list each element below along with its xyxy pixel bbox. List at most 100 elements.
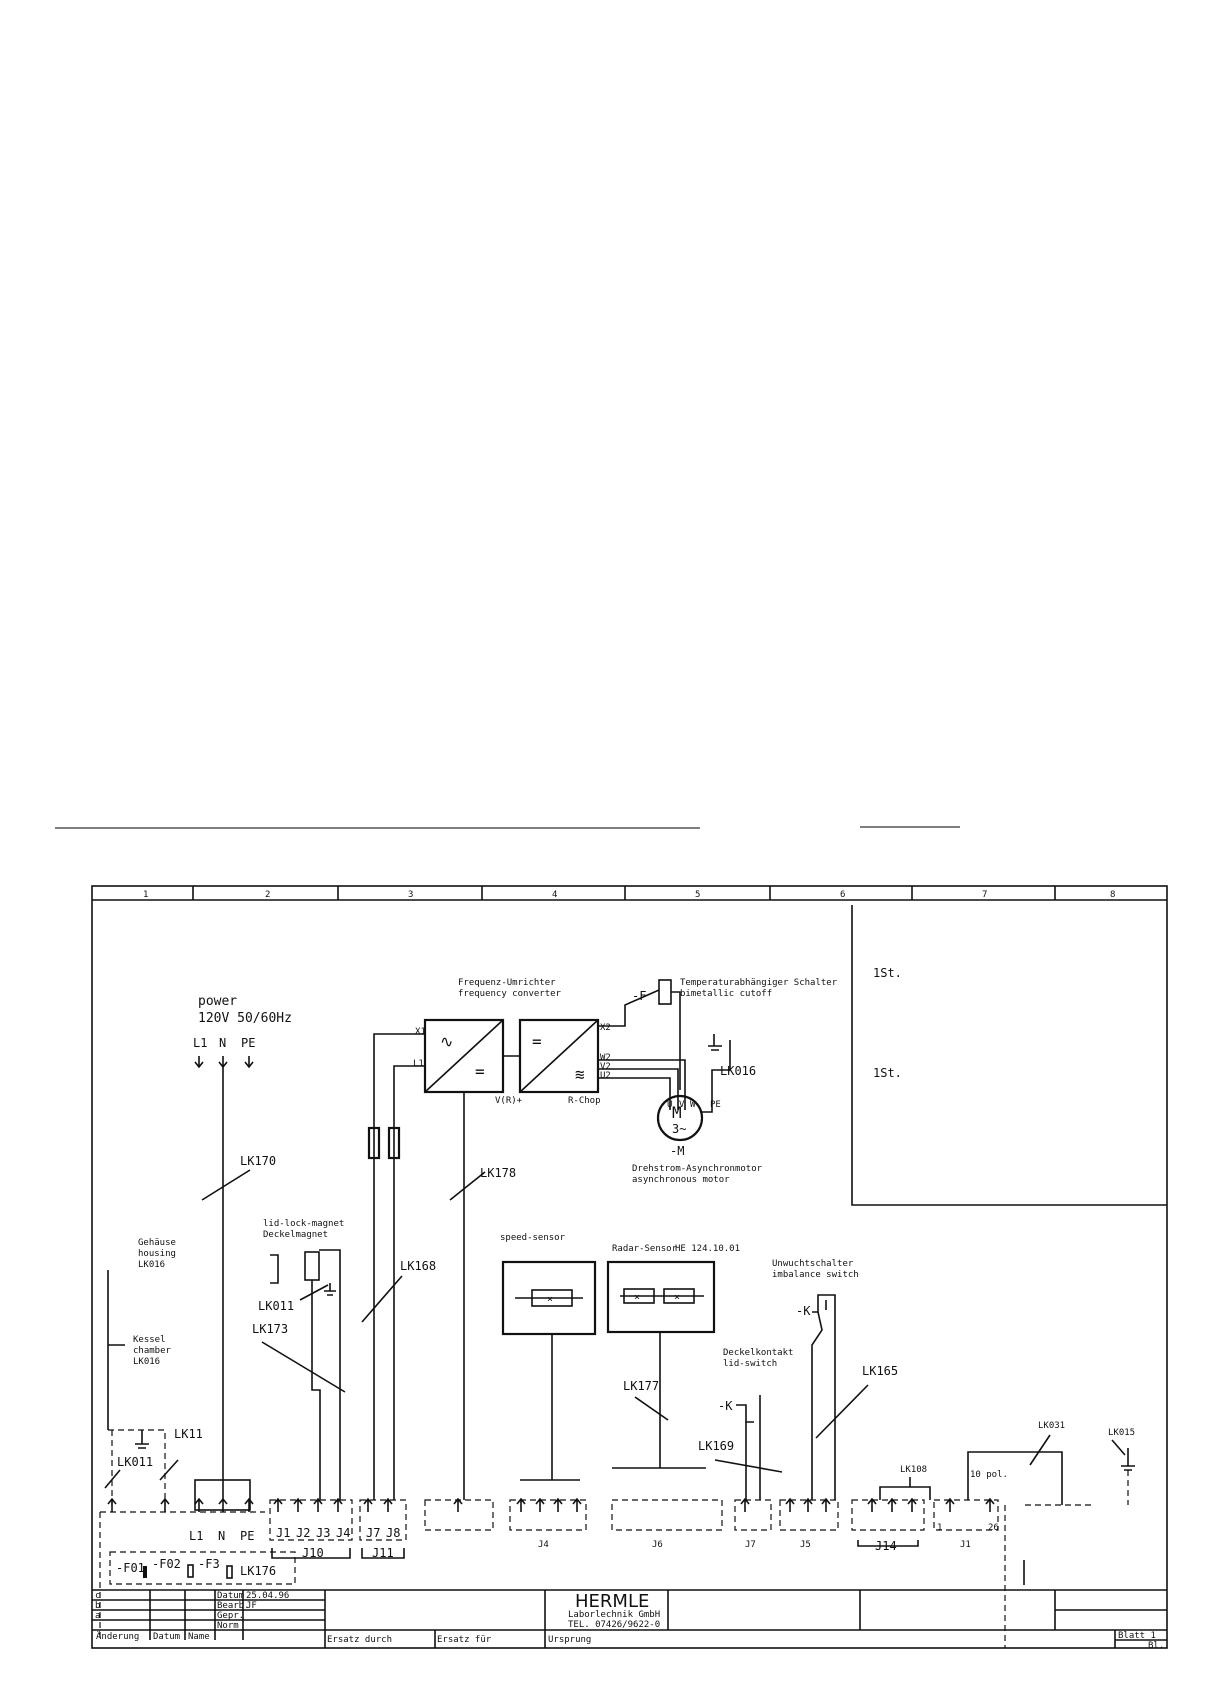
thermal-title-en: bimetallic cutoff	[680, 989, 772, 999]
j4-label: J4	[538, 1540, 549, 1550]
fuse-f01-icon	[143, 1566, 147, 1578]
ursprung: Ursprung	[548, 1635, 591, 1645]
converter-cable-label: LK178	[480, 1166, 516, 1180]
j11-pin-2: J8	[386, 1526, 400, 1540]
motor-pin-pe: PE	[710, 1100, 721, 1110]
j10-pin-3: J3	[316, 1526, 330, 1540]
radar-cross-icon-1: ×	[634, 1292, 640, 1303]
fuse-cable: LK176	[240, 1564, 276, 1578]
converter-pin-w2: W2	[600, 1053, 611, 1063]
fuse-f02: -F02	[152, 1557, 181, 1571]
j10-pin-4: J4	[336, 1526, 350, 1540]
motor: U V W PE M 3~ -M Drehstrom-Asynchronmoto…	[598, 1034, 763, 1185]
main-term-pe: PE	[240, 1529, 254, 1543]
power-terminal-n: N	[219, 1036, 226, 1050]
j10-label: J10	[302, 1546, 324, 1560]
column-number-3: 3	[408, 890, 413, 900]
frequency-converter: Frequenz-Umrichter frequency converter ∿…	[373, 978, 611, 1500]
imbalance-cable: LK165	[862, 1364, 898, 1378]
j11-label: J11	[372, 1546, 394, 1560]
radar-cross-icon-2: ×	[674, 1292, 680, 1303]
power-spec: 120V 50/60Hz	[198, 1011, 292, 1026]
lk168-label: LK168	[400, 1259, 436, 1273]
fuse-f01: -F01	[116, 1561, 145, 1575]
radar-sensor: Radar-Sensor HE 124.10.01 × × LK177	[606, 1244, 740, 1469]
col-name: Name	[188, 1632, 210, 1642]
column-number-5: 5	[695, 890, 700, 900]
ac-symbol-icon: ∿	[440, 1032, 453, 1051]
housing-cable: LK016	[138, 1260, 165, 1270]
housing-chamber: Gehäuse housing LK016 Kessel chamber LK0…	[104, 1238, 203, 1505]
motor-title-en: asynchronous motor	[632, 1175, 730, 1185]
ground-cable-lk11: LK11	[174, 1427, 203, 1441]
norm-label: Norm	[217, 1621, 239, 1631]
column-number-1: 1	[143, 890, 148, 900]
power-input: power 120V 50/60Hz L1 N PE LK170	[193, 994, 292, 1500]
sheet-number: Blatt 1	[1118, 1631, 1156, 1641]
company-sub: Laborlechnik GmbH	[568, 1610, 660, 1620]
lk108-label: LK108	[900, 1465, 927, 1475]
change-label: Änderung	[96, 1631, 139, 1642]
drawn-label: Bearb.	[217, 1601, 250, 1611]
lk108-jumper: LK108	[879, 1465, 931, 1500]
lid-switch-title-en: lid-switch	[723, 1359, 777, 1369]
lid-switch-ref: -K	[718, 1399, 733, 1413]
power-cable-label: LK170	[240, 1154, 276, 1168]
converter-left-label: V(R)+	[495, 1096, 523, 1106]
power-title: power	[198, 994, 237, 1009]
column-number-8: 8	[1110, 890, 1115, 900]
lid-lock-cable-1: LK011	[258, 1299, 294, 1313]
radar-title: Radar-Sensor	[612, 1244, 678, 1254]
speed-sensor-title: speed-sensor	[500, 1233, 566, 1243]
fuse-f02-icon	[187, 1564, 194, 1578]
motor-pin-u: U	[667, 1100, 672, 1110]
motor-ground-icon	[708, 1034, 722, 1051]
fuse-block: -F01 -F02 -F3 LK176	[109, 1551, 296, 1585]
j1-pin-1: 1	[937, 1523, 942, 1533]
housing-title-de: Gehäuse	[138, 1238, 176, 1248]
rev-row-a: a	[95, 1611, 100, 1621]
motor-title-de: Drehstrom-Asynchronmotor	[632, 1164, 763, 1174]
column-number-7: 7	[982, 890, 987, 900]
chamber-cable: LK016	[133, 1357, 160, 1367]
drawing-frame	[91, 885, 1168, 1649]
thermal-switch: Temperaturabhängiger Schalter bimetallic…	[598, 978, 838, 1090]
power-terminal-pe: PE	[241, 1036, 255, 1050]
j10-pin-2: J2	[296, 1526, 310, 1540]
ferrite-core	[367, 1126, 401, 1160]
rev-row-b: b	[95, 1601, 100, 1611]
converter-right-label: R-Chop	[568, 1096, 601, 1106]
column-number-6: 6	[840, 890, 845, 900]
company-phone: TEL. 07426/9622-0	[568, 1620, 660, 1630]
date-value: 25.04.96	[246, 1591, 289, 1601]
lk015-label: LK015	[1108, 1428, 1135, 1438]
chamber-title-en: chamber	[133, 1346, 172, 1356]
radar-cable: LK177	[623, 1379, 659, 1393]
main-term-n: N	[218, 1529, 225, 1543]
motor-symbol: M	[672, 1103, 682, 1122]
housing-title-en: housing	[138, 1249, 176, 1259]
lid-lock-cable-2: LK173	[252, 1322, 288, 1336]
converter-title-en: frequency converter	[458, 989, 562, 999]
side-table-box	[851, 905, 1167, 1206]
drawn-value: JF	[246, 1601, 257, 1611]
imbalance-title-en: imbalance switch	[772, 1270, 859, 1280]
fuse-f3: -F3	[198, 1557, 220, 1571]
converter-pin-v2: V2	[600, 1062, 611, 1072]
sheet-bl: Bl.	[1148, 1641, 1164, 1651]
lk031-ribbon: LK031 10 pol.	[967, 1421, 1095, 1506]
ersatz-durch: Ersatz durch	[327, 1635, 392, 1645]
j5-label: J5	[800, 1540, 811, 1550]
dc-symbol-icon: =	[475, 1062, 485, 1081]
side-table-row-1: 1St.	[873, 966, 902, 980]
j14-label: J14	[875, 1539, 897, 1553]
imbalance-switch: Unwuchtschalter imbalance switch -K LK16…	[772, 1259, 898, 1500]
connector-strip: L1 N PE J1 J2 J3 J4 J10 J7 J8 J11 J4 J6 …	[99, 1479, 1025, 1648]
date-label: Datum	[217, 1591, 244, 1601]
lk031-label: LK031	[1038, 1421, 1065, 1431]
speed-sensor: speed-sensor ×	[500, 1233, 597, 1481]
converter-pin-x1: X1	[415, 1027, 426, 1037]
power-terminal-l1: L1	[193, 1036, 207, 1050]
side-table-row-2: 1St.	[873, 1066, 902, 1080]
lid-switch: Deckelkontakt lid-switch -K LK169	[698, 1348, 793, 1500]
